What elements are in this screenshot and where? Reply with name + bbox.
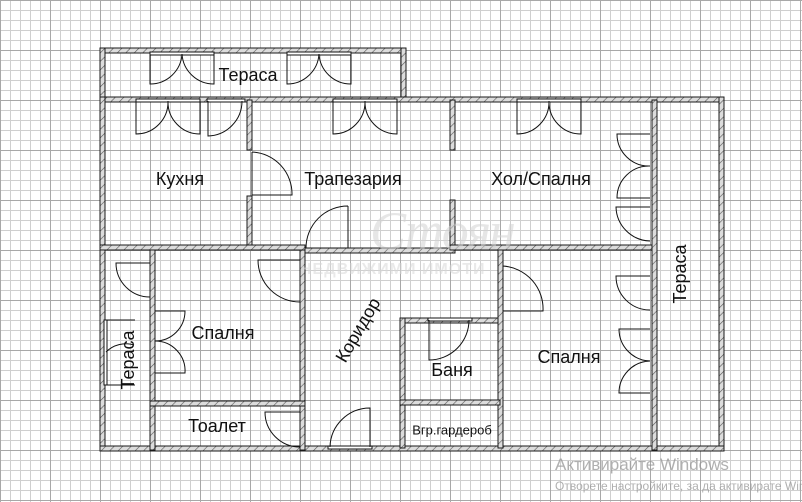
room-label-hall-bedroom: Хол/Спалня	[491, 169, 591, 189]
room-label-terrace-top: Тераса	[218, 65, 278, 85]
activation-subtitle: Отворете настройките, за да активирате W…	[555, 479, 802, 493]
room-label-wardrobe: Вгр.гардероб	[412, 422, 492, 438]
room-label-bedroom-left: Спалня	[191, 323, 255, 343]
room-label-terrace-left: Тераса	[118, 330, 138, 390]
room-label-kitchen: Кухня	[155, 169, 205, 189]
activation-title: Активирайте Windows	[555, 455, 729, 474]
room-label-dining: Трапезария	[304, 169, 402, 189]
room-label-toilet: Тоалет	[188, 416, 246, 436]
room-label-bedroom-right: Спалня	[537, 347, 601, 367]
windows-activation-notice: Активирайте Windows Отворете настройките…	[555, 455, 802, 493]
walls	[99, 47, 725, 452]
room-label-terrace-right: Тераса	[670, 244, 690, 304]
room-label-bathroom: Баня	[431, 360, 473, 380]
doors	[103, 51, 651, 450]
